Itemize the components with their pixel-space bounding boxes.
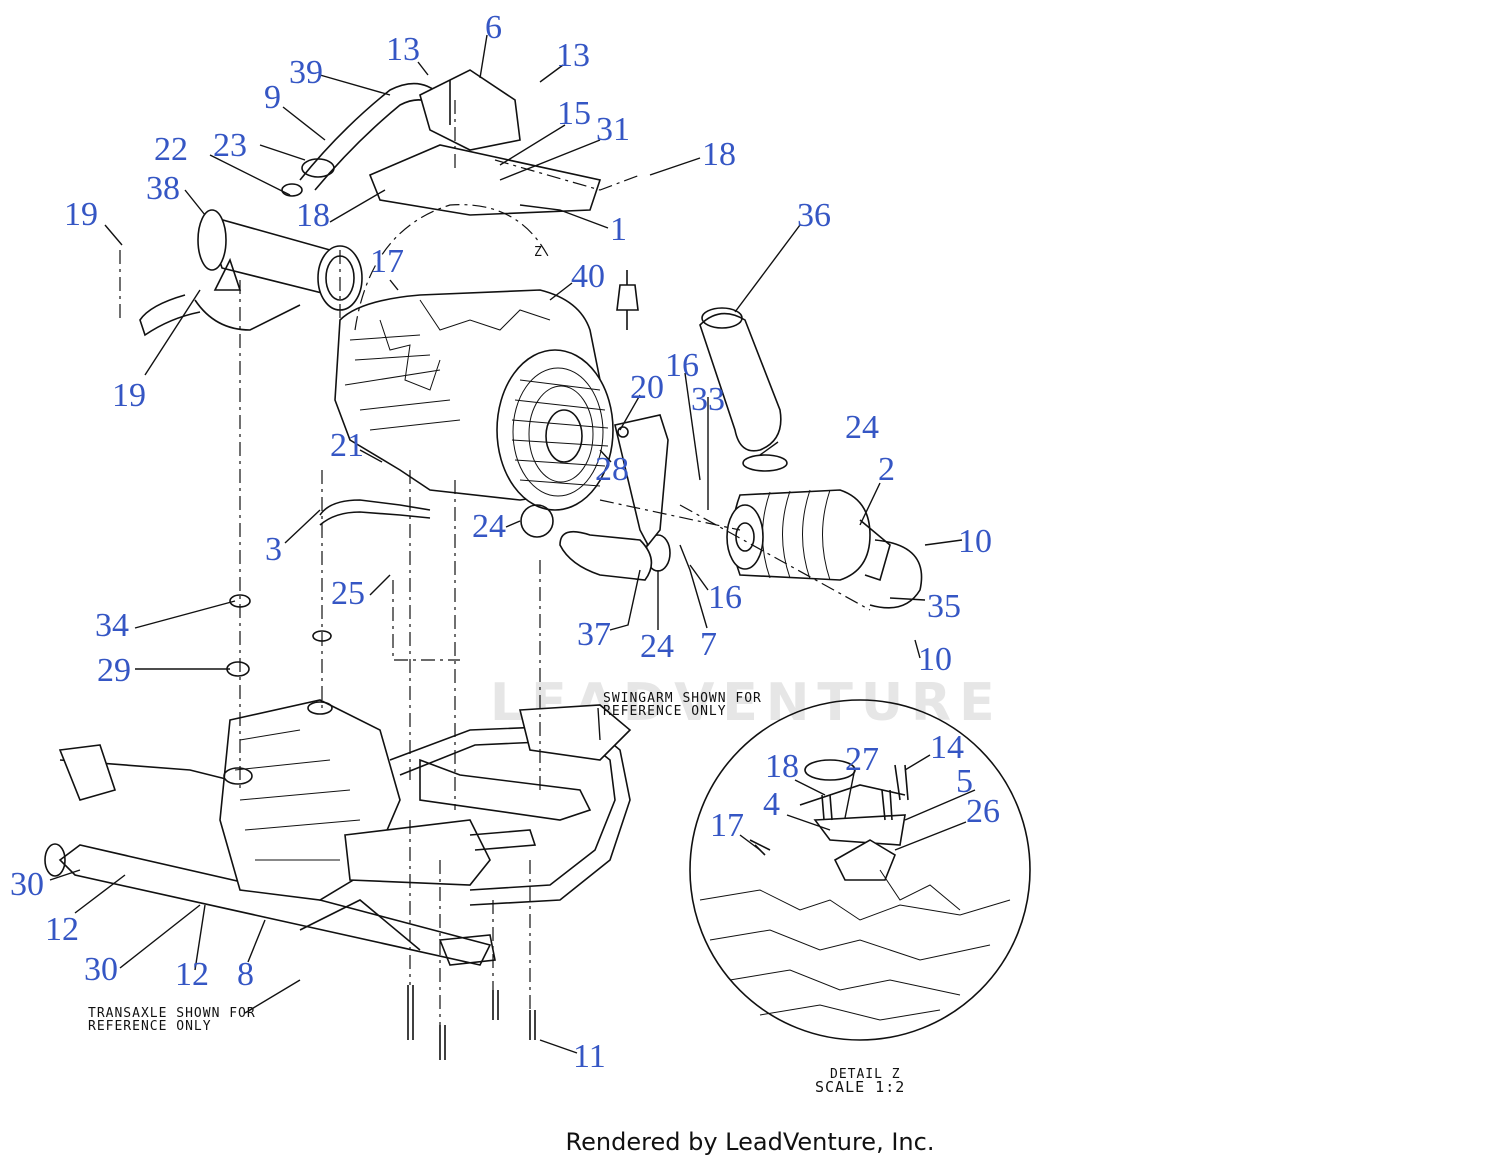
detail-scale: SCALE 1:2 <box>815 1078 905 1096</box>
callout-7: 7 <box>700 626 717 663</box>
swingarm <box>389 704 632 906</box>
callout-19a: 19 <box>64 196 98 233</box>
callout-11: 11 <box>573 1038 606 1075</box>
bushings <box>226 594 332 677</box>
callout-25: 25 <box>331 575 365 612</box>
fuel-filter <box>616 270 639 330</box>
callout-36: 36 <box>797 197 831 234</box>
mounting-bolts <box>407 985 536 1060</box>
callout-16b: 16 <box>708 579 742 616</box>
swingarm-note-line2: REFERENCE ONLY <box>603 704 727 719</box>
callout-26: 26 <box>966 793 1000 830</box>
callout-2: 2 <box>878 451 895 488</box>
callout-13a: 13 <box>386 31 420 68</box>
callout-30b: 30 <box>84 951 118 988</box>
callout-6: 6 <box>485 9 502 46</box>
hose-clamps <box>520 454 788 572</box>
air-filter <box>726 489 891 582</box>
air-intake-tube <box>699 307 782 452</box>
callout-15: 15 <box>557 95 591 132</box>
callout-28: 28 <box>595 451 629 488</box>
swingarm-note-line1: SWINGARM SHOWN FOR <box>603 691 762 706</box>
callout-10a: 10 <box>958 523 992 560</box>
callout-21: 21 <box>330 427 364 464</box>
retainer-strap <box>869 539 923 609</box>
callout-33: 33 <box>691 381 725 418</box>
transaxle-note-line2: REFERENCE ONLY <box>88 1019 212 1034</box>
detail-z-marker: Z <box>534 245 543 260</box>
engine <box>334 289 614 511</box>
callout-40: 40 <box>571 258 605 295</box>
callout-5: 5 <box>956 763 973 800</box>
footer-credit: Rendered by LeadVenture, Inc. <box>565 1128 935 1156</box>
callout-13b: 13 <box>556 37 590 74</box>
callout-12a: 12 <box>45 911 79 948</box>
callout-30a: 30 <box>10 866 44 903</box>
callout-9: 9 <box>264 79 281 116</box>
muffler <box>139 209 363 337</box>
heat-shield <box>368 69 602 216</box>
callout-23: 23 <box>213 127 247 164</box>
callout-38: 38 <box>146 170 180 207</box>
callout-29: 29 <box>97 652 131 689</box>
callout-10b: 10 <box>918 641 952 678</box>
transaxle-frame <box>44 699 537 966</box>
callout-12b: 12 <box>175 956 209 993</box>
intake-elbow <box>559 530 653 581</box>
callout-37: 37 <box>577 616 611 653</box>
callout-27: 27 <box>845 741 879 778</box>
callout-24a: 24 <box>845 409 879 446</box>
callout-22: 22 <box>154 131 188 168</box>
callout-3: 3 <box>265 531 282 568</box>
transaxle-note-line1: TRANSAXLE SHOWN FOR <box>88 1006 256 1021</box>
detail-z-marker-circle <box>354 204 551 331</box>
callout-34: 34 <box>95 607 129 644</box>
callout-17a: 17 <box>370 243 404 280</box>
callout-20: 20 <box>630 369 664 406</box>
callout-4: 4 <box>763 786 780 823</box>
callouts: 1 2 3 4 5 6 7 8 9 10 10 11 12 12 13 13 1… <box>10 9 1000 1075</box>
fuel-line <box>319 499 431 526</box>
detail-title: DETAIL Z <box>830 1067 901 1082</box>
callout-1: 1 <box>610 211 627 248</box>
alignment-lines <box>119 100 871 1025</box>
callout-24c: 24 <box>640 628 674 665</box>
callout-39: 39 <box>289 54 323 91</box>
callout-18b: 18 <box>702 136 736 173</box>
callout-18a: 18 <box>296 197 330 234</box>
callout-35: 35 <box>927 588 961 625</box>
callout-18c: 18 <box>765 748 799 785</box>
detail-z-view <box>689 699 1031 1041</box>
callout-24b: 24 <box>472 508 506 545</box>
callout-14: 14 <box>930 729 964 766</box>
callout-17b: 17 <box>710 807 744 844</box>
callout-8: 8 <box>237 956 254 993</box>
mount-bracket <box>614 414 669 547</box>
leader-lines <box>49 34 976 1054</box>
callout-31: 31 <box>596 111 630 148</box>
callout-16a: 16 <box>665 347 699 384</box>
callout-19b: 19 <box>112 377 146 414</box>
